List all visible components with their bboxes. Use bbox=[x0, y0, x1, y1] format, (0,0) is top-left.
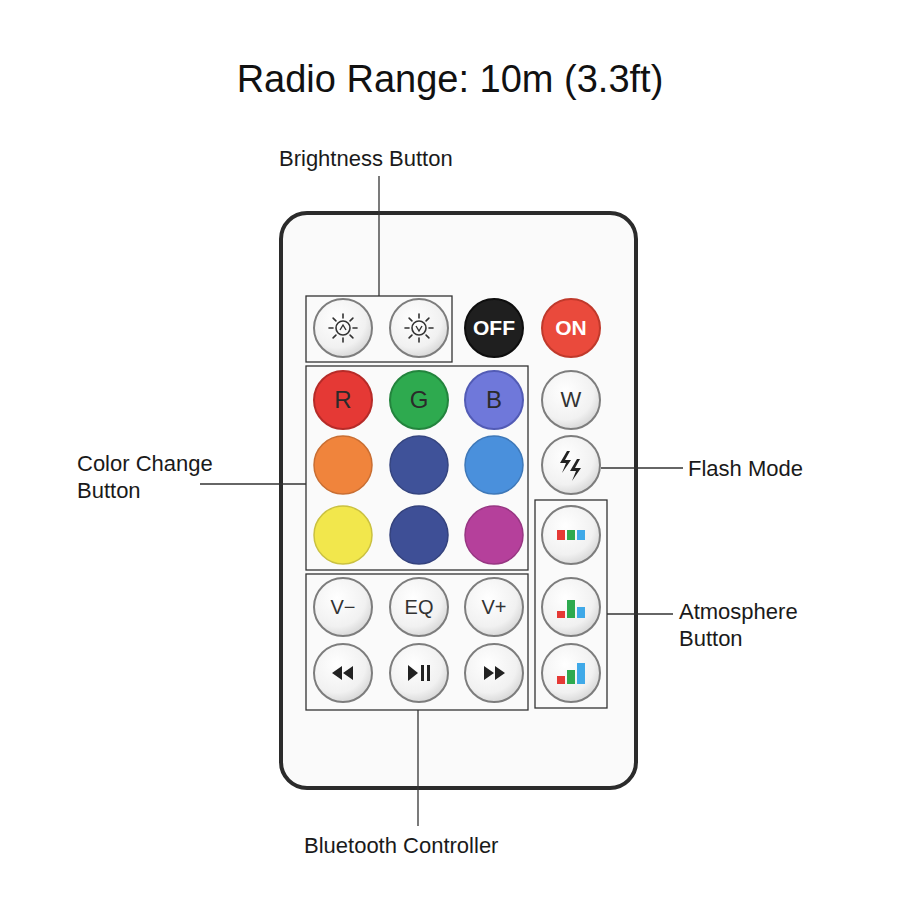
icon-button bbox=[542, 644, 600, 702]
callout-label: Bluetooth Controller bbox=[304, 832, 498, 859]
group-bracket bbox=[306, 296, 452, 362]
remote-button: G bbox=[389, 370, 449, 430]
button-label: V− bbox=[313, 577, 373, 637]
button-label: B bbox=[464, 370, 524, 430]
button-label: ON bbox=[541, 298, 601, 358]
leader-line bbox=[200, 483, 306, 484]
icon-button bbox=[542, 578, 600, 636]
icon-button bbox=[542, 436, 600, 494]
color-button bbox=[390, 436, 448, 494]
button-label: W bbox=[541, 370, 601, 430]
remote-button: ON bbox=[541, 298, 601, 358]
icon-button bbox=[314, 644, 372, 702]
group-bracket bbox=[535, 500, 607, 708]
remote-button: V− bbox=[313, 577, 373, 637]
color-button bbox=[314, 436, 372, 494]
leader-line bbox=[378, 176, 379, 296]
leader-line bbox=[417, 710, 418, 826]
button-label: G bbox=[389, 370, 449, 430]
callout-label: Atmosphere Button bbox=[679, 598, 829, 652]
icon-button bbox=[542, 506, 600, 564]
icon-button bbox=[390, 299, 448, 357]
button-label: V+ bbox=[464, 577, 524, 637]
icon-button bbox=[314, 299, 372, 357]
color-button bbox=[314, 506, 372, 564]
remote-body bbox=[281, 213, 636, 788]
button-label: EQ bbox=[389, 577, 449, 637]
diagram-title: Radio Range: 10m (3.3ft) bbox=[0, 58, 900, 101]
color-button bbox=[390, 506, 448, 564]
callout-label: Brightness Button bbox=[279, 145, 453, 172]
icon-button bbox=[465, 644, 523, 702]
remote-button: OFF bbox=[464, 298, 524, 358]
leader-line bbox=[601, 467, 683, 468]
remote-button: EQ bbox=[389, 577, 449, 637]
remote-button: R bbox=[313, 370, 373, 430]
remote-button: W bbox=[541, 370, 601, 430]
icon-button bbox=[390, 644, 448, 702]
group-bracket bbox=[306, 366, 528, 570]
leader-line bbox=[607, 613, 673, 614]
remote-button: B bbox=[464, 370, 524, 430]
callout-label: Color Change Button bbox=[77, 450, 242, 504]
button-label: OFF bbox=[464, 298, 524, 358]
callout-label: Flash Mode bbox=[688, 455, 803, 482]
color-button bbox=[465, 436, 523, 494]
color-button bbox=[465, 506, 523, 564]
group-bracket bbox=[306, 574, 528, 710]
remote-button: V+ bbox=[464, 577, 524, 637]
button-label: R bbox=[313, 370, 373, 430]
